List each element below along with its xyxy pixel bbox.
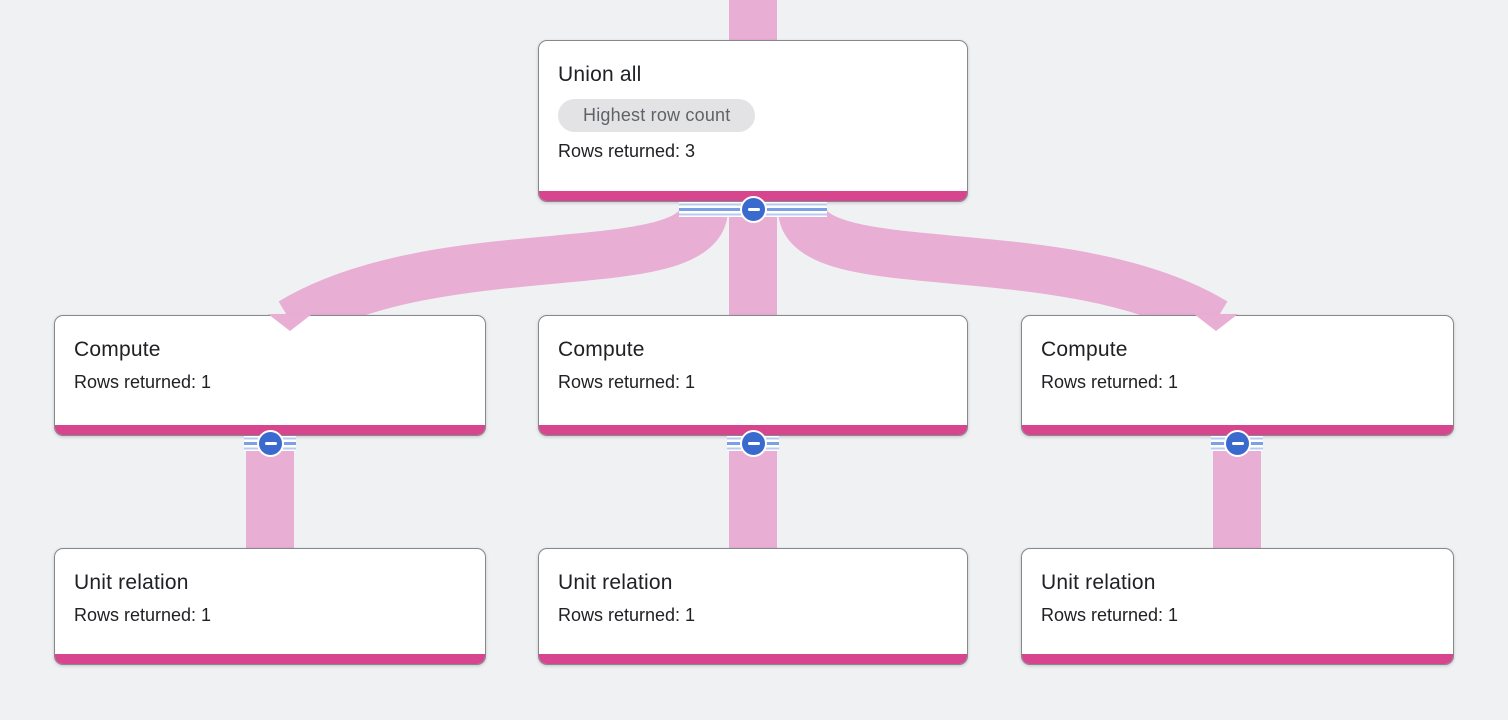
rows-returned-label: Rows returned: 1 (74, 372, 212, 392)
minus-circle-icon (264, 441, 277, 446)
minus-circle-icon (747, 207, 760, 212)
node-title: Unit relation (1041, 571, 1156, 594)
node-title: Compute (74, 338, 161, 361)
edge-union-to-compute-left (278, 204, 728, 343)
collapse-button-compute-right[interactable] (1224, 430, 1251, 457)
rows-returned-label: Rows returned: 1 (558, 372, 696, 392)
minus-circle-icon (747, 441, 760, 446)
node-union-all[interactable]: Union all Highest row count Rows returne… (538, 40, 968, 202)
rows-returned-label: Rows returned: 3 (558, 141, 696, 161)
node-unit-relation-center[interactable]: Unit relation Rows returned: 1 (538, 548, 968, 665)
highest-row-count-badge: Highest row count (558, 99, 756, 132)
node-compute-center[interactable]: Compute Rows returned: 1 (538, 315, 968, 436)
rows-returned-label: Rows returned: 1 (1041, 372, 1179, 392)
node-title: Compute (558, 338, 645, 361)
node-title: Unit relation (558, 571, 673, 594)
node-accent-bar (55, 654, 485, 664)
edge-union-to-compute-right (778, 204, 1228, 343)
node-title: Union all (558, 63, 642, 86)
collapse-button-compute-left[interactable] (257, 430, 284, 457)
minus-circle-icon (1231, 441, 1244, 446)
rows-returned-label: Rows returned: 1 (1041, 605, 1179, 625)
node-title: Compute (1041, 338, 1128, 361)
node-accent-bar (539, 654, 967, 664)
node-title: Unit relation (74, 571, 189, 594)
node-compute-right[interactable]: Compute Rows returned: 1 (1021, 315, 1454, 436)
node-compute-left[interactable]: Compute Rows returned: 1 (54, 315, 486, 436)
node-accent-bar (1022, 654, 1453, 664)
node-unit-relation-left[interactable]: Unit relation Rows returned: 1 (54, 548, 486, 665)
rows-returned-label: Rows returned: 1 (74, 605, 212, 625)
collapse-button-union-all[interactable] (740, 196, 767, 223)
rows-returned-label: Rows returned: 1 (558, 605, 696, 625)
collapse-button-compute-center[interactable] (740, 430, 767, 457)
node-unit-relation-right[interactable]: Unit relation Rows returned: 1 (1021, 548, 1454, 665)
